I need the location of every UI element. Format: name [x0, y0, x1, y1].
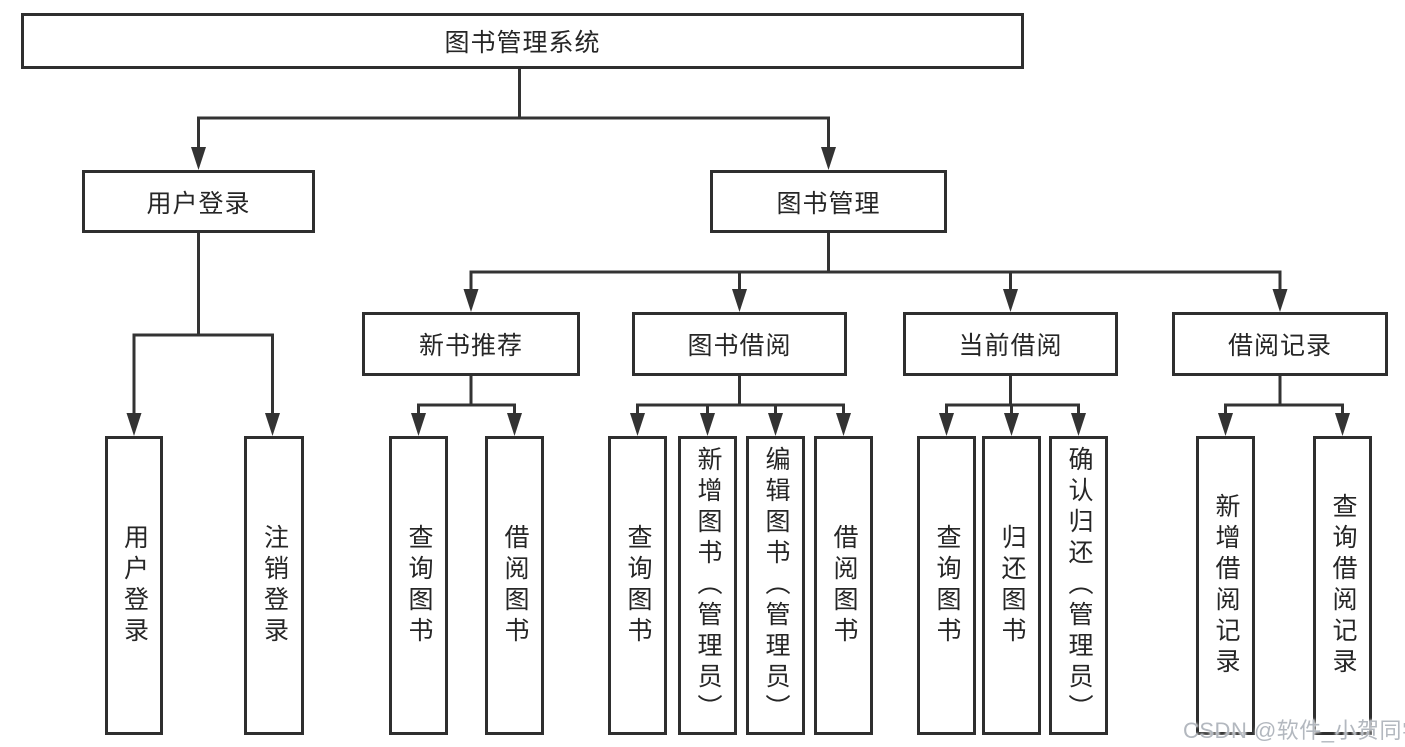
- node-label: 当前借阅: [958, 332, 1063, 360]
- leaf-label: 查询图书: [624, 523, 652, 648]
- node-library-management-system: 图书管理系统: [21, 13, 1024, 69]
- connector-book-management-to-sections: [463, 233, 1288, 312]
- leaf-label: 查询图书: [405, 523, 433, 648]
- leaf-label: 归还图书: [998, 523, 1026, 648]
- leaf-label: 新增借阅记录: [1212, 492, 1240, 679]
- leaf-add-book-admin: 新增图书（管理员）: [678, 436, 737, 735]
- node-label: 图书管理: [776, 189, 881, 218]
- node-label: 图书借阅: [687, 332, 792, 360]
- leaf-add-borrow-record: 新增借阅记录: [1196, 436, 1255, 735]
- leaf-label: 编辑图书（管理员）: [762, 446, 790, 725]
- connector-book-borrow-to-leaves: [630, 376, 851, 436]
- node-user-login: 用户登录: [82, 170, 315, 233]
- leaf-query-books-recommend: 查询图书: [389, 436, 448, 735]
- leaf-borrow-books: 借阅图书: [814, 436, 873, 735]
- leaf-label: 借阅图书: [830, 523, 858, 648]
- leaf-edit-book-admin: 编辑图书（管理员）: [746, 436, 805, 735]
- leaf-label: 查询图书: [933, 523, 961, 648]
- connector-user-login-to-leaves: [126, 233, 280, 436]
- leaf-query-books-borrow: 查询图书: [608, 436, 667, 735]
- leaf-label: 新增图书（管理员）: [694, 446, 722, 725]
- leaf-borrow-books-recommend: 借阅图书: [485, 436, 544, 735]
- leaf-label: 用户登录: [120, 523, 149, 648]
- leaf-label: 注销登录: [260, 523, 289, 648]
- node-new-book-recommendation: 新书推荐: [362, 312, 580, 376]
- node-book-management: 图书管理: [710, 170, 947, 233]
- node-book-borrowing: 图书借阅: [632, 312, 847, 376]
- node-label: 新书推荐: [418, 332, 523, 360]
- node-label: 图书管理系统: [444, 29, 601, 57]
- connector-new-book-rec-to-leaves: [411, 376, 522, 436]
- leaf-label: 查询借阅记录: [1329, 492, 1357, 679]
- node-label: 用户登录: [146, 189, 251, 218]
- node-borrowing-records: 借阅记录: [1172, 312, 1388, 376]
- leaf-logout: 注销登录: [244, 436, 304, 735]
- leaf-return-books: 归还图书: [982, 436, 1041, 735]
- node-current-borrowing: 当前借阅: [903, 312, 1118, 376]
- connector-current-borrow-to-leaves: [939, 376, 1086, 436]
- leaf-label: 借阅图书: [501, 523, 529, 648]
- node-label: 借阅记录: [1227, 332, 1332, 360]
- leaf-query-borrow-record: 查询借阅记录: [1313, 436, 1372, 735]
- csdn-watermark: CSDN @软件_小贺同学: [1183, 718, 1405, 743]
- leaf-query-books-current: 查询图书: [917, 436, 976, 735]
- connector-root-to-branches: [191, 68, 836, 170]
- connector-borrow-records-to-leaves: [1218, 376, 1350, 436]
- leaf-confirm-return-admin: 确认归还（管理员）: [1049, 436, 1108, 735]
- leaf-label: 确认归还（管理员）: [1065, 446, 1093, 725]
- leaf-user-login: 用户登录: [105, 436, 163, 735]
